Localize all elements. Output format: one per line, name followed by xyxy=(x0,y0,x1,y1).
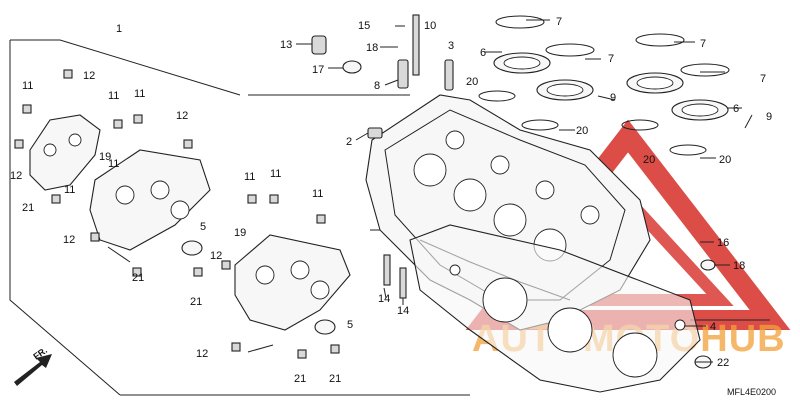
callout-11-a: 11 xyxy=(22,80,33,92)
callout-17: 17 xyxy=(312,64,324,76)
callout-14-a: 14 xyxy=(378,293,390,305)
callout-21-d: 21 xyxy=(294,373,306,385)
callout-7-c: 7 xyxy=(700,38,706,50)
callout-6-right: 6 xyxy=(733,103,739,115)
callout-18-top: 18 xyxy=(366,42,378,54)
camshaft-holder-center xyxy=(89,149,211,251)
callout-19-right: 19 xyxy=(234,227,246,239)
bolts xyxy=(14,69,340,359)
callout-20-a: 20 xyxy=(466,76,478,88)
callout-11-d: 11 xyxy=(108,158,119,170)
callout-20-b: 20 xyxy=(576,125,588,137)
callout-20-d: 20 xyxy=(719,154,731,166)
callout-12-b: 12 xyxy=(176,110,188,122)
callout-5-right: 5 xyxy=(347,319,353,331)
front-direction-indicator: FR. xyxy=(14,345,52,386)
callout-16: 16 xyxy=(717,237,729,249)
callout-11-f: 11 xyxy=(244,171,255,183)
callout-21-b: 21 xyxy=(132,272,144,284)
callout-numbers: 1 2 3 4 5 5 6 6 7 7 7 7 8 9 9 10 11 11 1… xyxy=(10,16,772,385)
callout-11-e: 11 xyxy=(64,184,75,196)
callout-12-f: 12 xyxy=(196,348,208,360)
camshaft-holder-left xyxy=(29,114,101,191)
callout-21-e: 21 xyxy=(329,373,341,385)
callout-10: 10 xyxy=(424,20,436,32)
callout-18-bottom: 18 xyxy=(733,260,745,272)
callout-7-b: 7 xyxy=(608,53,614,65)
leader-lines xyxy=(107,19,753,363)
callout-2: 2 xyxy=(346,136,352,148)
callout-12-a: 12 xyxy=(83,70,95,82)
callout-11-h: 11 xyxy=(312,188,323,200)
callout-4: 4 xyxy=(710,321,716,333)
callout-12-c: 12 xyxy=(10,170,22,182)
callout-11-g: 11 xyxy=(270,168,281,180)
callout-3: 3 xyxy=(448,40,454,52)
insulators xyxy=(478,15,730,156)
callout-6-left: 6 xyxy=(480,47,486,59)
diagram-code: MFL4E0200 xyxy=(727,387,776,397)
camshaft-holder-right xyxy=(234,234,351,331)
callout-7-d: 7 xyxy=(760,73,766,85)
callout-9-left: 9 xyxy=(610,92,616,104)
callout-21-a: 21 xyxy=(22,202,34,214)
callout-5-left: 5 xyxy=(200,221,206,233)
callout-21-c: 21 xyxy=(190,296,202,308)
callout-20-c: 20 xyxy=(643,154,655,166)
callout-11-b: 11 xyxy=(108,90,119,102)
callout-19-left: 19 xyxy=(99,151,111,163)
callout-13: 13 xyxy=(280,39,292,51)
head-gasket xyxy=(409,224,701,393)
callout-12-e: 12 xyxy=(210,250,222,262)
callout-22: 22 xyxy=(717,357,729,369)
callout-9-right: 9 xyxy=(766,111,772,123)
callout-15: 15 xyxy=(358,20,370,32)
callout-1: 1 xyxy=(116,23,122,35)
callout-14-b: 14 xyxy=(397,305,409,317)
callout-11-c: 11 xyxy=(134,88,145,100)
callout-7-a: 7 xyxy=(556,16,562,28)
callout-12-d: 12 xyxy=(63,234,75,246)
small-parts xyxy=(311,14,716,369)
front-arrow-icon xyxy=(14,354,52,386)
callout-8: 8 xyxy=(374,80,380,92)
